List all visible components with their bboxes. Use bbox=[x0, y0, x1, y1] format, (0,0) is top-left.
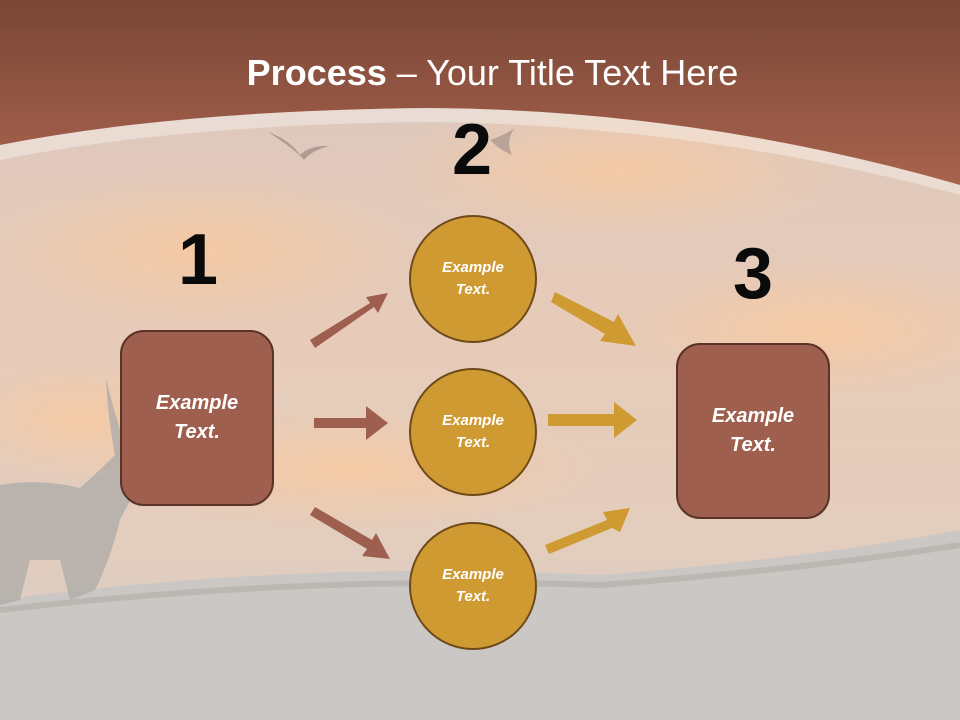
arrow-right-middle bbox=[548, 402, 637, 438]
right-box: Example Text. bbox=[676, 343, 830, 519]
left-box: Example Text. bbox=[120, 330, 274, 506]
left-arrows bbox=[310, 293, 390, 559]
arrow-left-up bbox=[310, 293, 388, 348]
step-number-2: 2 bbox=[451, 110, 493, 190]
slide-title: Process – Your Title Text Here bbox=[0, 52, 960, 94]
circle-bottom: Example Text. bbox=[409, 522, 537, 650]
circle-top: Example Text. bbox=[409, 215, 537, 343]
circle-middle: Example Text. bbox=[409, 368, 537, 496]
step-number-3: 3 bbox=[732, 234, 774, 314]
right-box-text: Example Text. bbox=[711, 405, 795, 456]
left-box-text: Example Text. bbox=[155, 392, 239, 443]
title-rest: – Your Title Text Here bbox=[386, 52, 739, 93]
arrow-left-middle bbox=[314, 406, 388, 440]
right-arrows bbox=[545, 292, 637, 554]
arrow-right-up bbox=[551, 292, 636, 346]
arrow-right-down bbox=[545, 508, 630, 554]
arrow-left-down bbox=[310, 507, 390, 559]
circle-bottom-text: Example Text. bbox=[442, 565, 504, 606]
circle-middle-text: Example Text. bbox=[442, 411, 504, 452]
step-number-1: 1 bbox=[177, 220, 219, 300]
title-bold: Process bbox=[246, 52, 387, 93]
circle-top-text: Example Text. bbox=[442, 258, 504, 299]
